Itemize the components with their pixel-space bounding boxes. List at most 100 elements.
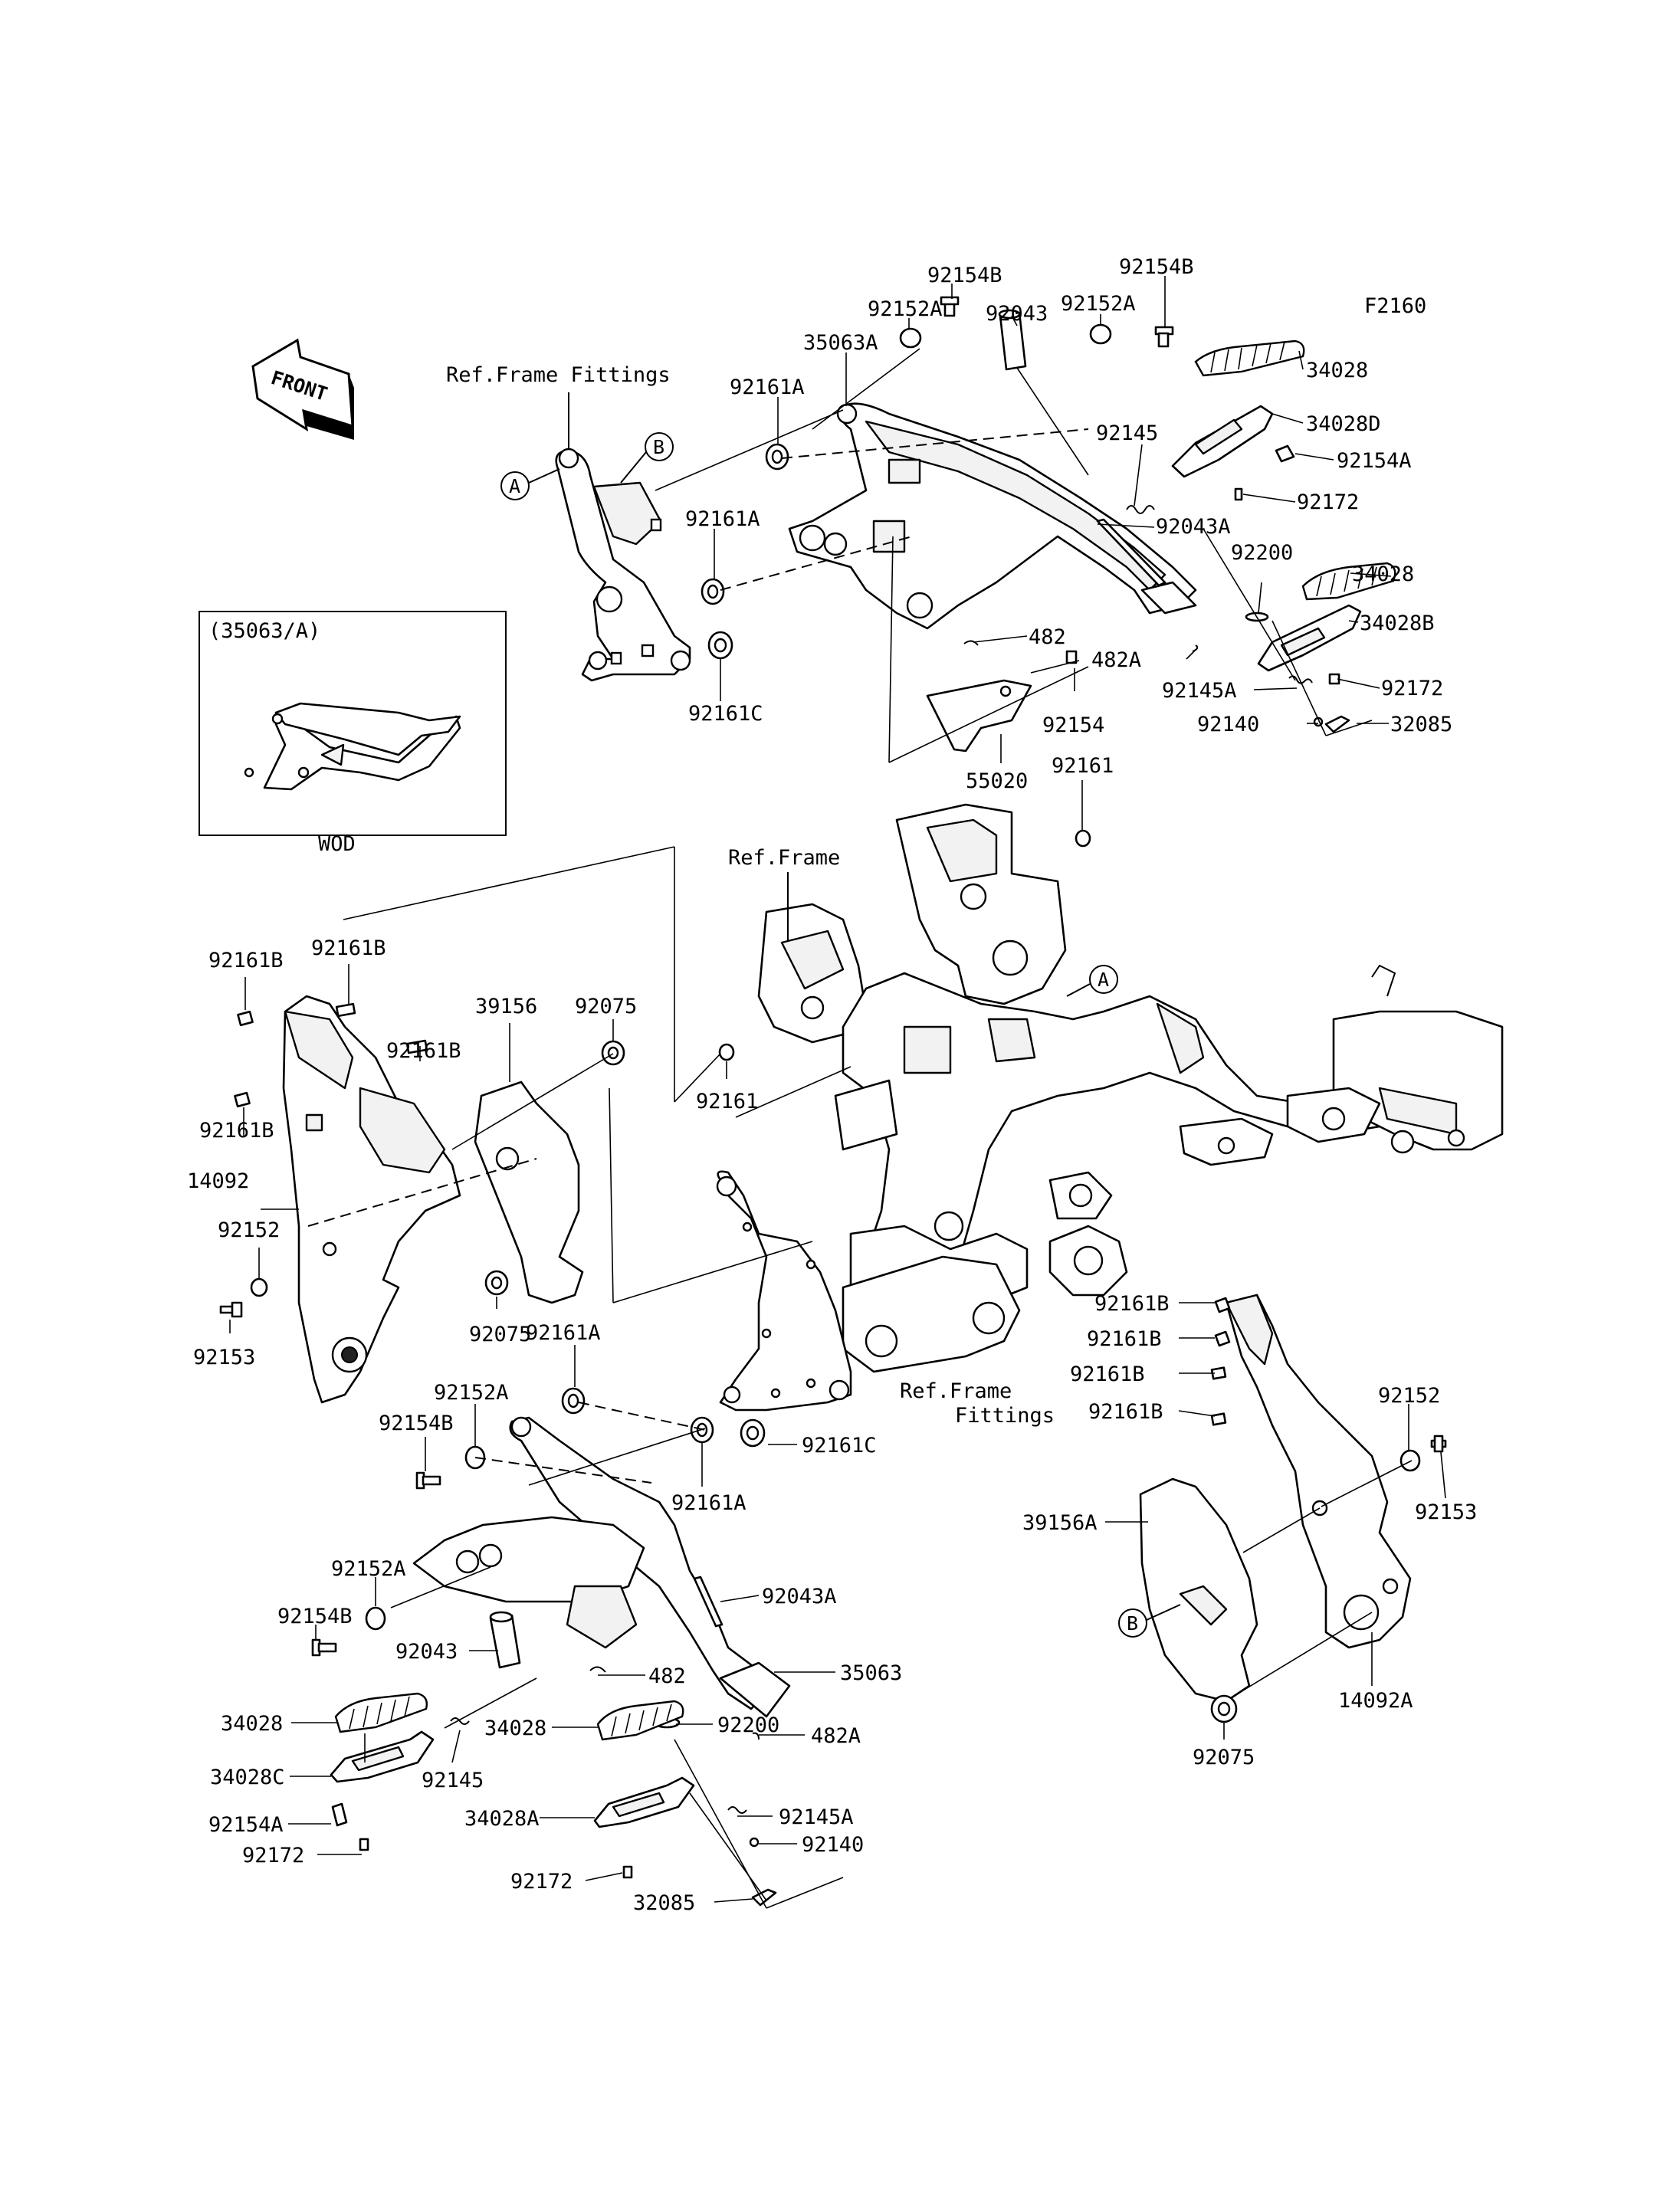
label-39156: 39156 [475, 995, 537, 1018]
label-55020: 55020 [966, 769, 1028, 793]
label-34028c: 34028C [210, 1766, 285, 1789]
clip-482-top [963, 640, 979, 646]
bushing-92161a-mid [701, 578, 725, 605]
label-92172-2: 92172 [1381, 677, 1443, 700]
part-labels: 92154B 92154B 92152A 92043 92152A 35063A… [187, 255, 1477, 1915]
label-34028d: 34028D [1306, 412, 1381, 436]
clip-32085-top [1324, 715, 1350, 733]
frame-fitting-bracket-top [555, 448, 691, 682]
label-92154b-1: 92154B [927, 264, 1002, 287]
heat-guard-39156 [474, 1080, 584, 1304]
heat-guard-39156a [1139, 1477, 1258, 1703]
label-482a-2: 482A [811, 1724, 861, 1748]
label-92161b-6: 92161B [1087, 1327, 1162, 1351]
pin-92043-bottom [489, 1611, 521, 1669]
label-92145-2: 92145 [422, 1769, 484, 1792]
label-14092: 14092 [187, 1169, 249, 1193]
label-92161a-2: 92161A [685, 507, 760, 531]
collar-92152-right [1399, 1449, 1421, 1472]
svg-text:A: A [1098, 969, 1109, 991]
label-92152a-1: 92152A [868, 297, 943, 321]
label-92152a-3: 92152A [434, 1381, 509, 1405]
label-34028b: 34028B [1360, 612, 1435, 635]
label-92140-2: 92140 [802, 1833, 864, 1857]
label-92152-1: 92152 [218, 1218, 280, 1242]
inset-wod: (35063/A) WOD [199, 611, 507, 856]
label-92152-2: 92152 [1378, 1384, 1440, 1408]
pin-92140-bottom [749, 1837, 760, 1848]
bolt-92154b-bottom-2 [311, 1638, 337, 1657]
label-482-2: 482 [648, 1664, 686, 1688]
footpeg-rubber-34028-4 [596, 1700, 684, 1741]
label-92153-1: 92153 [193, 1346, 255, 1369]
label-34028a: 34028A [464, 1807, 540, 1831]
label-92161b-8: 92161B [1088, 1400, 1163, 1424]
label-92075-1: 92075 [575, 995, 637, 1018]
label-39156a: 39156A [1022, 1511, 1098, 1535]
bolt-92154b-top-2 [1154, 326, 1174, 348]
footpeg-rubber-34028-3 [334, 1692, 428, 1733]
label-92152a-4: 92152A [331, 1557, 406, 1581]
rubber-92161b-right-4 [1210, 1412, 1227, 1426]
label-92075-3: 92075 [1193, 1746, 1255, 1769]
rubber-92161b-left-1 [237, 1010, 254, 1027]
label-92172-1: 92172 [1297, 490, 1359, 514]
label-92043-2: 92043 [395, 1640, 458, 1664]
bushing-92161c-bottom [740, 1418, 766, 1448]
ref-frame-fittings-bottom-2: Fittings [955, 1404, 1055, 1428]
side-cover-14092a [1225, 1294, 1412, 1649]
front-arrow-icon: FRONT [251, 338, 354, 440]
label-92153-2: 92153 [1415, 1500, 1477, 1524]
label-92154b-3: 92154B [379, 1412, 454, 1435]
pin-92043a-bottom [693, 1576, 724, 1628]
bolt-92154a-top [1275, 444, 1295, 463]
clip-482a-top [1192, 644, 1199, 652]
label-482-1: 482 [1029, 625, 1066, 649]
label-32085-1: 32085 [1390, 713, 1452, 736]
bolt-92154b-bottom-1 [415, 1471, 441, 1490]
bushing-92161-frame-top [1075, 829, 1091, 848]
main-frame [757, 803, 1504, 1373]
callout-a-frame: A [1066, 965, 1118, 997]
grommet-92075-right [1210, 1694, 1238, 1723]
collar-92152a-top-2 [1089, 323, 1112, 345]
rubber-92161b-left-4 [234, 1091, 251, 1108]
label-14092a: 14092A [1338, 1689, 1413, 1713]
bushing-92161a-top [765, 443, 789, 471]
rubber-92161b-right-1 [1214, 1297, 1231, 1313]
step-bracket-35063a [788, 402, 1197, 630]
footpeg-rubber-34028-2 [1301, 562, 1396, 601]
label-92145-1: 92145 [1096, 421, 1158, 445]
grommet-92075-left-bottom [484, 1270, 509, 1296]
footpeg-34028b [1257, 604, 1362, 672]
footpeg-rubber-34028-1 [1194, 339, 1305, 377]
collar-92152-left [250, 1277, 268, 1297]
label-92200-2: 92200 [717, 1713, 779, 1737]
label-92200-1: 92200 [1231, 541, 1293, 565]
spring-92145-bottom [450, 1717, 470, 1725]
bolt-92153-right [1430, 1435, 1447, 1453]
bolt-92154b-top-1 [940, 296, 960, 317]
footpeg-34028d [1171, 405, 1274, 478]
bushing-92161c-top [707, 631, 733, 660]
label-35063a: 35063A [803, 331, 878, 355]
label-92154: 92154 [1042, 713, 1104, 737]
leader-lines [229, 276, 1446, 1903]
collar-92152a-top-1 [899, 327, 922, 349]
bolt-92154a-bottom [331, 1802, 348, 1827]
label-92161a-3: 92161A [526, 1321, 601, 1345]
frame-fitting-plate-bottom [716, 1170, 852, 1412]
label-92161-2: 92161 [696, 1090, 758, 1113]
rubber-92161b-left-2 [335, 1002, 356, 1018]
label-92075-2: 92075 [469, 1323, 531, 1346]
svg-text:A: A [509, 475, 520, 497]
ref-frame: Ref.Frame [728, 846, 840, 870]
spring-92145a-bottom [727, 1806, 747, 1814]
ref-frame-fittings-top: Ref.Frame Fittings [446, 363, 671, 387]
assembly-lines [307, 348, 1413, 1909]
label-92043a-2: 92043A [762, 1585, 837, 1608]
clip-482-bottom [589, 1666, 606, 1673]
label-92140-1: 92140 [1197, 713, 1259, 736]
label-92043a-1: 92043A [1156, 515, 1231, 539]
